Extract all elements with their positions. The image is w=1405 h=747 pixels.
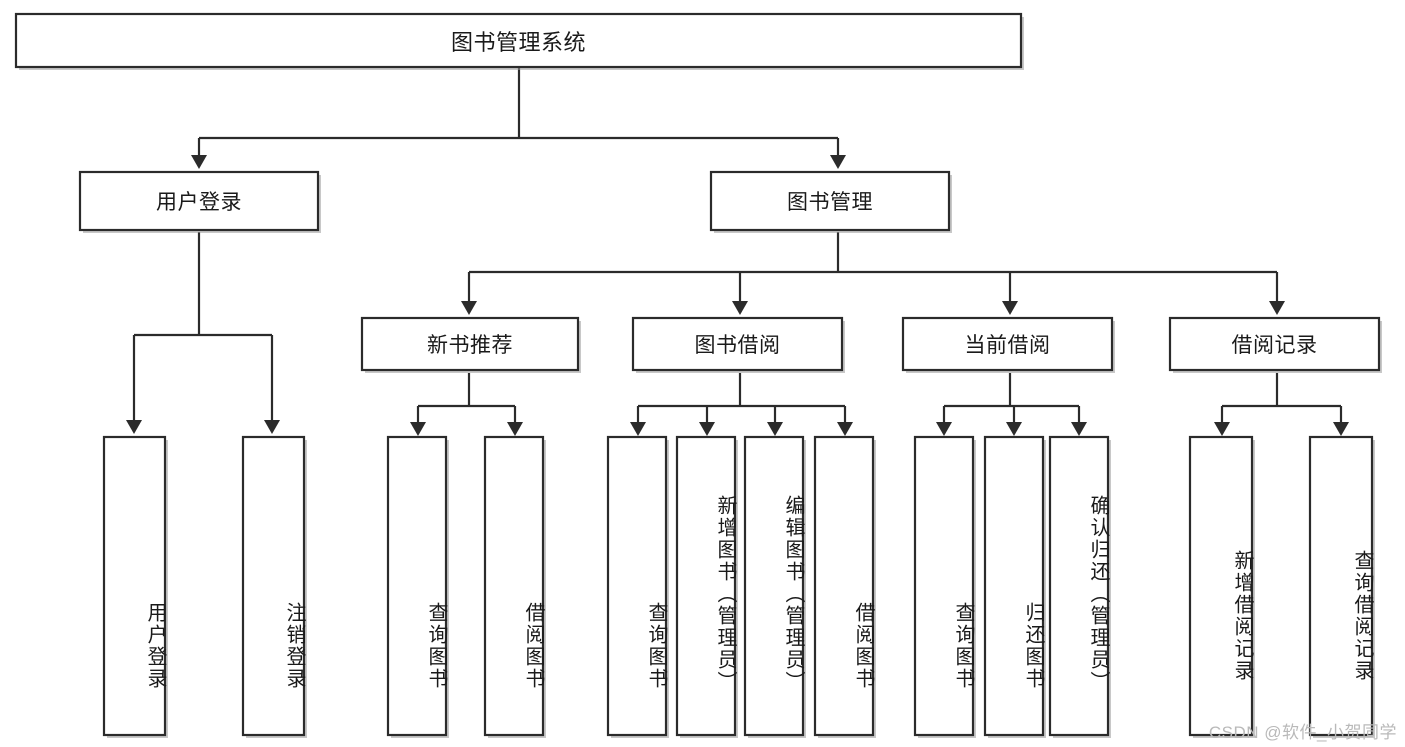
node-borrow-record[interactable] — [1168, 316, 1381, 372]
node-new-book-rec[interactable] — [360, 316, 580, 372]
node-book-manage[interactable] — [709, 170, 951, 232]
node-leaf-borrow-edit[interactable] — [743, 435, 805, 737]
node-leaf-current-return[interactable] — [983, 435, 1045, 737]
node-current-borrow[interactable] — [901, 316, 1114, 372]
node-leaf-rec-query[interactable] — [386, 435, 448, 737]
node-leaf-record-add[interactable] — [1188, 435, 1254, 737]
node-leaf-user-logout[interactable] — [241, 435, 306, 737]
node-leaf-user-login[interactable] — [102, 435, 167, 737]
node-leaf-record-query[interactable] — [1308, 435, 1374, 737]
connector-group — [126, 68, 1349, 436]
node-leaf-rec-borrow[interactable] — [483, 435, 545, 737]
node-root[interactable] — [14, 12, 1023, 69]
node-leaf-current-query[interactable] — [913, 435, 975, 737]
node-book-borrow[interactable] — [631, 316, 844, 372]
node-leaf-borrow-borrow[interactable] — [813, 435, 875, 737]
node-box-group — [14, 12, 1382, 738]
node-leaf-borrow-query[interactable] — [606, 435, 668, 737]
node-leaf-borrow-add[interactable] — [675, 435, 737, 737]
node-user-login[interactable] — [78, 170, 320, 232]
node-leaf-current-confirm[interactable] — [1048, 435, 1110, 737]
